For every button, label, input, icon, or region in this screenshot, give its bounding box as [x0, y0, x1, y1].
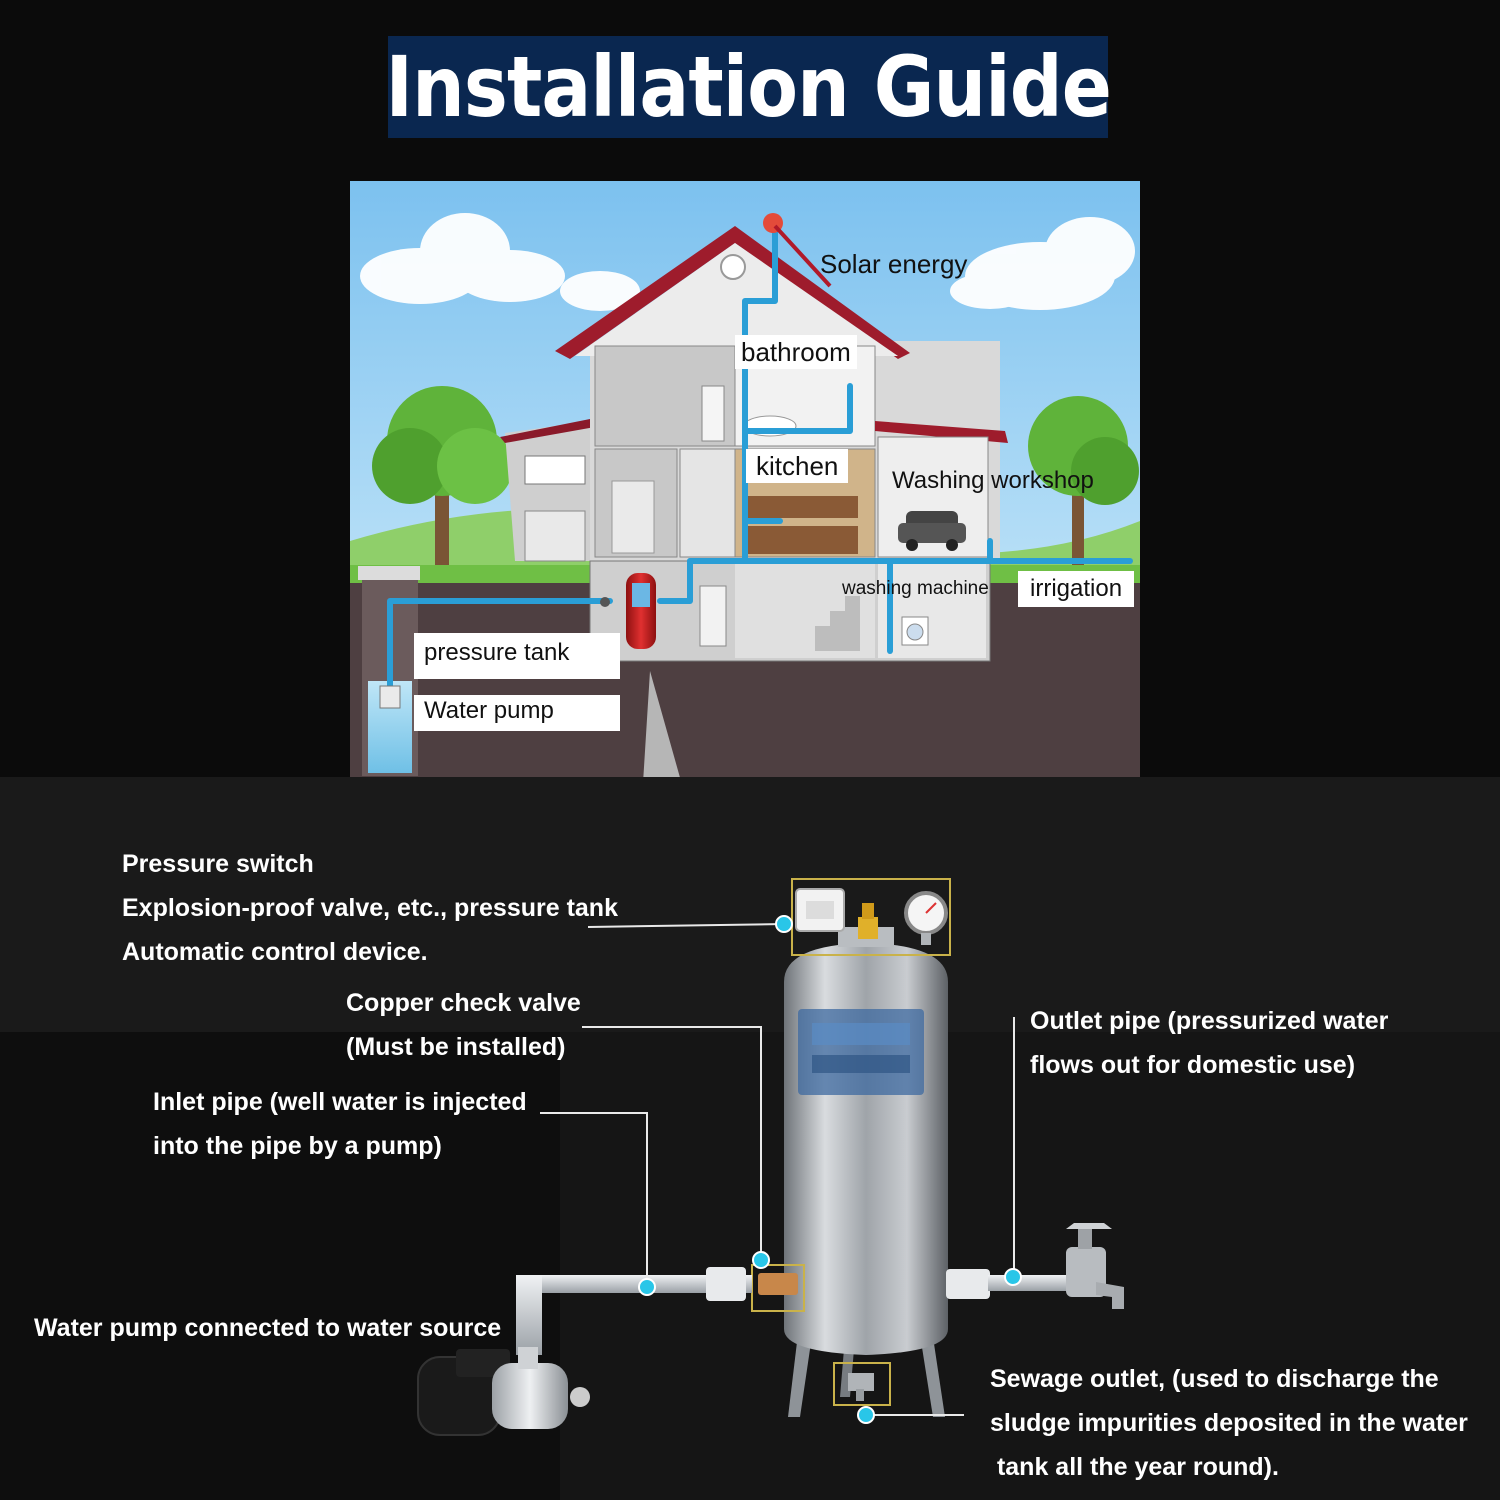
- callout-line: flows out for domestic use): [1030, 1051, 1356, 1079]
- callout-line: Inlet pipe (well water is injected: [153, 1088, 527, 1116]
- label-washing-workshop: Washing workshop: [892, 467, 1094, 494]
- pressure-tank-icon: [784, 943, 948, 1355]
- label-bathroom: bathroom: [735, 335, 857, 369]
- callout-line: Automatic control device.: [122, 938, 428, 966]
- callout-check-valve: Copper check valve (Must be installed): [346, 981, 581, 1069]
- label-kitchen: kitchen: [746, 449, 849, 483]
- equipment-diagram: Pressure switch Explosion-proof valve, e…: [0, 777, 1500, 1500]
- title-banner: Installation Guide: [385, 36, 1112, 138]
- callout-water-pump: Water pump connected to water source: [34, 1306, 501, 1350]
- callout-line: (Must be installed): [346, 1033, 566, 1061]
- callout-inlet-pipe: Inlet pipe (well water is injected into …: [153, 1080, 527, 1168]
- callout-line: Explosion-proof valve, etc., pressure ta…: [122, 894, 618, 922]
- callout-line: Pressure switch: [122, 850, 314, 878]
- callout-line: sludge impurities deposited in the water: [990, 1409, 1468, 1437]
- callout-line: Copper check valve: [346, 989, 581, 1017]
- house-cutaway-icon: [350, 181, 1140, 777]
- callout-line: Sewage outlet, (used to discharge the: [990, 1365, 1439, 1393]
- label-solar-energy: Solar energy: [820, 249, 968, 279]
- label-washing-machine: washing machine: [842, 578, 989, 599]
- page-title: Installation Guide: [385, 38, 1111, 136]
- callout-pressure-switch: Pressure switch Explosion-proof valve, e…: [122, 842, 618, 974]
- callout-sewage-outlet: Sewage outlet, (used to discharge the sl…: [990, 1357, 1468, 1489]
- label-water-pump: Water pump: [414, 695, 620, 731]
- label-irrigation: irrigation: [1018, 571, 1135, 607]
- callout-line: Outlet pipe (pressurized water: [1030, 1007, 1389, 1035]
- faucet-icon: [1066, 1223, 1124, 1309]
- water-pump-icon: [417, 1347, 590, 1436]
- callout-markers: [638, 915, 1022, 1424]
- callout-line: tank all the year round).: [990, 1453, 1279, 1481]
- callout-line: Water pump connected to water source: [34, 1314, 502, 1342]
- callout-line: into the pipe by a pump): [153, 1132, 442, 1160]
- callout-outlet-pipe: Outlet pipe (pressurized water flows out…: [1030, 999, 1388, 1087]
- house-diagram: Solar energy bathroom kitchen Washing wo…: [350, 181, 1140, 777]
- label-pressure-tank: pressure tank: [414, 633, 620, 679]
- equipment-illustration: [0, 777, 1500, 1500]
